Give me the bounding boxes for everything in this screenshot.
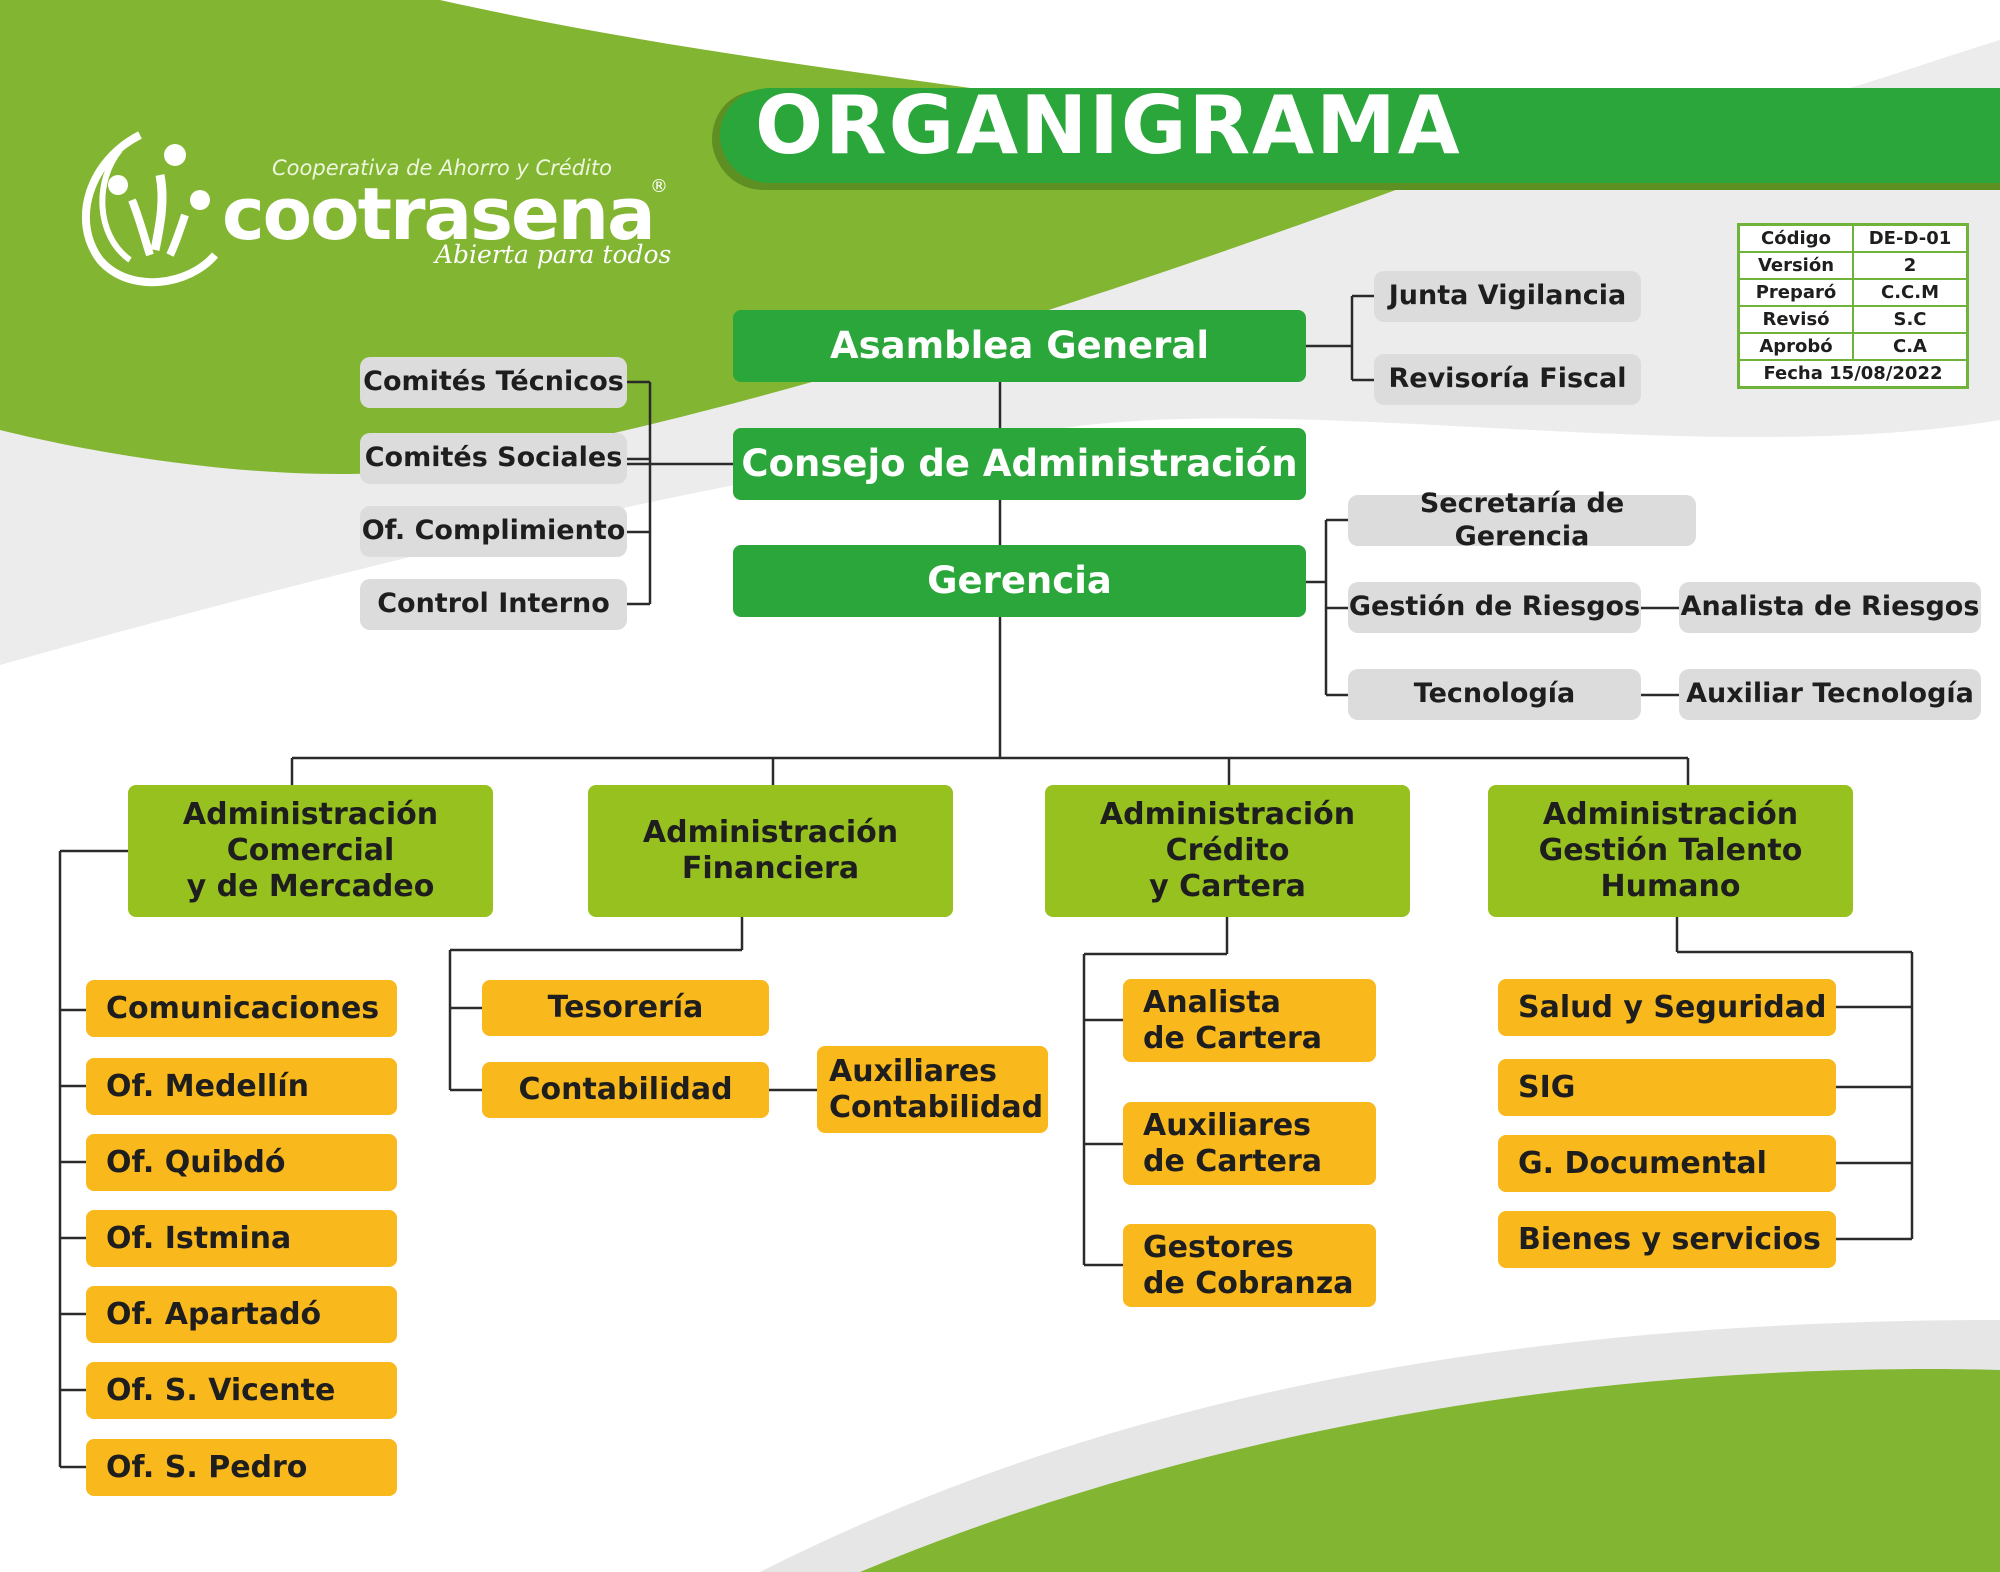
bg-bottom-green — [860, 1369, 2000, 1572]
node-auxiliares-cartera: Auxiliares de Cartera — [1123, 1102, 1376, 1185]
node-of-s-vicente: Of. S. Vicente — [86, 1362, 397, 1419]
node-of-s-pedro: Of. S. Pedro — [86, 1439, 397, 1496]
doc-value: C.A — [1852, 332, 1969, 361]
node-control-interno: Control Interno — [360, 579, 627, 630]
node-auxiliar-tecnologia: Auxiliar Tecnología — [1679, 669, 1981, 720]
node-analista-riesgos: Analista de Riesgos — [1679, 582, 1981, 633]
node-secretaria-gerencia: Secretaría de Gerencia — [1348, 488, 1696, 552]
title-banner — [720, 88, 2000, 183]
node-admin-talento-humano: Administración Gestión Talento Humano — [1488, 785, 1853, 917]
node-comites-tecnicos: Comités Técnicos — [360, 357, 627, 408]
node-of-quibdo: Of. Quibdó — [86, 1134, 397, 1191]
node-of-apartado: Of. Apartadó — [86, 1286, 397, 1343]
node-tesoreria: Tesorería — [482, 980, 769, 1036]
node-contabilidad: Contabilidad — [482, 1062, 769, 1118]
logo-emblem-icon — [82, 131, 219, 287]
node-admin-credito-cartera: Administración Crédito y Cartera — [1045, 785, 1410, 917]
node-analista-cartera: Analista de Cartera — [1123, 979, 1376, 1062]
connector-lines — [58, 294, 1914, 1469]
node-tecnologia: Tecnología — [1348, 669, 1641, 720]
node-salud-seguridad: Salud y Seguridad — [1498, 979, 1836, 1036]
doc-value: 2 — [1852, 251, 1969, 280]
logo-tagline: Cooperativa de Ahorro y Crédito — [272, 156, 612, 180]
doc-label: Revisó — [1737, 305, 1854, 334]
node-sig: SIG — [1498, 1059, 1836, 1116]
doc-value: S.C — [1852, 305, 1969, 334]
node-gerencia: Gerencia — [733, 545, 1306, 617]
node-auxiliares-contabilidad: Auxiliares Contabilidad — [817, 1046, 1048, 1133]
doc-value: DE-D-01 — [1852, 223, 1969, 253]
doc-label: Código — [1737, 223, 1854, 253]
logo-registered: ® — [650, 176, 668, 197]
logo-slogan: Abierta para todos — [435, 240, 672, 269]
node-admin-financiera: Administración Financiera — [588, 785, 953, 917]
node-junta-vigilancia: Junta Vigilancia — [1374, 271, 1641, 322]
node-revisoria-fiscal: Revisoría Fiscal — [1374, 354, 1641, 405]
doc-row: Fecha 15/08/2022 — [1737, 359, 1969, 389]
node-admin-comercial: Administración Comercial y de Mercadeo — [128, 785, 493, 917]
node-of-cumplimiento: Of. Complimiento — [360, 506, 627, 557]
doc-label: Versión — [1737, 251, 1854, 280]
node-comunicaciones: Comunicaciones — [86, 980, 397, 1037]
node-asamblea-general: Asamblea General — [733, 310, 1306, 382]
node-comites-sociales: Comités Sociales — [360, 433, 627, 484]
logo-wordmark: cootrasena — [222, 172, 656, 256]
doc-value: C.C.M — [1852, 278, 1969, 307]
page-title: ORGANIGRAMA — [755, 79, 1462, 172]
node-gestores-cobranza: Gestores de Cobranza — [1123, 1224, 1376, 1307]
doc-label: Preparó — [1737, 278, 1854, 307]
node-of-medellin: Of. Medellín — [86, 1058, 397, 1115]
doc-label: Aprobó — [1737, 332, 1854, 361]
node-bienes-servicios: Bienes y servicios — [1498, 1211, 1836, 1268]
node-g-documental: G. Documental — [1498, 1135, 1836, 1192]
node-gestion-riesgos: Gestión de Riesgos — [1348, 582, 1641, 633]
node-of-istmina: Of. Istmina — [86, 1210, 397, 1267]
doc-date: Fecha 15/08/2022 — [1737, 359, 1969, 389]
node-consejo-administracion: Consejo de Administración — [733, 428, 1306, 500]
